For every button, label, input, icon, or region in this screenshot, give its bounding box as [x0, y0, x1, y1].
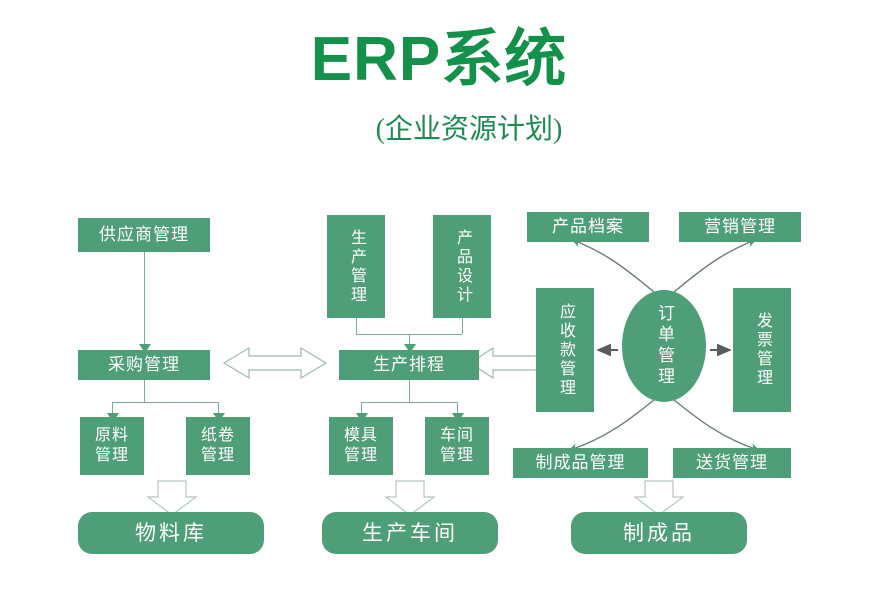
line-merge-down-schedule	[409, 334, 410, 345]
line-supplier-to-purchase	[144, 252, 145, 345]
hollow-arrow-purchase-schedule	[222, 346, 328, 380]
node-receivable-mgmt[interactable]: 应收款管理	[536, 288, 594, 412]
node-raw-material-mgmt[interactable]: 原料 管理	[80, 417, 144, 475]
node-product-design[interactable]: 产品设计	[433, 215, 491, 318]
node-paper-roll-mgmt[interactable]: 纸卷 管理	[186, 417, 250, 475]
line-schedule-down	[409, 380, 410, 402]
node-product-archive[interactable]: 产品档案	[527, 212, 649, 242]
node-order-mgmt[interactable]: 订单管理	[622, 290, 706, 402]
node-invoice-mgmt[interactable]: 发票管理	[733, 288, 791, 412]
line-production-mgmt-down	[356, 318, 357, 334]
line-purchase-down	[144, 380, 145, 402]
page-subtitle: (企业资源计划)	[375, 114, 563, 145]
line-product-design-down	[462, 318, 463, 334]
node-material-warehouse[interactable]: 物料库	[78, 512, 264, 554]
arrowhead-purchase	[139, 344, 151, 353]
line-to-mold	[361, 402, 362, 417]
arrowhead-production-schedule	[404, 344, 416, 353]
node-marketing-mgmt[interactable]: 营销管理	[679, 212, 801, 242]
line-to-paper-roll	[218, 402, 219, 417]
node-production-schedule[interactable]: 生产排程	[339, 350, 479, 380]
node-purchase-mgmt[interactable]: 采购管理	[78, 350, 210, 380]
line-purchase-split	[112, 402, 218, 403]
node-workshop-mgmt[interactable]: 车间 管理	[425, 417, 489, 475]
node-finished-goods-mgmt[interactable]: 制成品管理	[513, 448, 648, 478]
page-title: ERP系统	[310, 25, 568, 94]
line-to-workshop	[457, 402, 458, 417]
hollow-arrow-to-material-warehouse	[146, 480, 198, 516]
hollow-arrow-to-production-workshop	[384, 480, 436, 516]
node-supplier-mgmt[interactable]: 供应商管理	[78, 218, 210, 252]
node-production-workshop[interactable]: 生产车间	[322, 512, 498, 554]
line-schedule-split	[361, 402, 457, 403]
node-delivery-mgmt[interactable]: 送货管理	[673, 448, 791, 478]
node-production-mgmt[interactable]: 生产管理	[327, 215, 385, 318]
node-finished-goods[interactable]: 制成品	[571, 512, 747, 554]
line-to-raw-material	[112, 402, 113, 417]
hollow-arrow-to-finished-goods	[633, 480, 685, 516]
node-mold-mgmt[interactable]: 模具 管理	[329, 417, 393, 475]
